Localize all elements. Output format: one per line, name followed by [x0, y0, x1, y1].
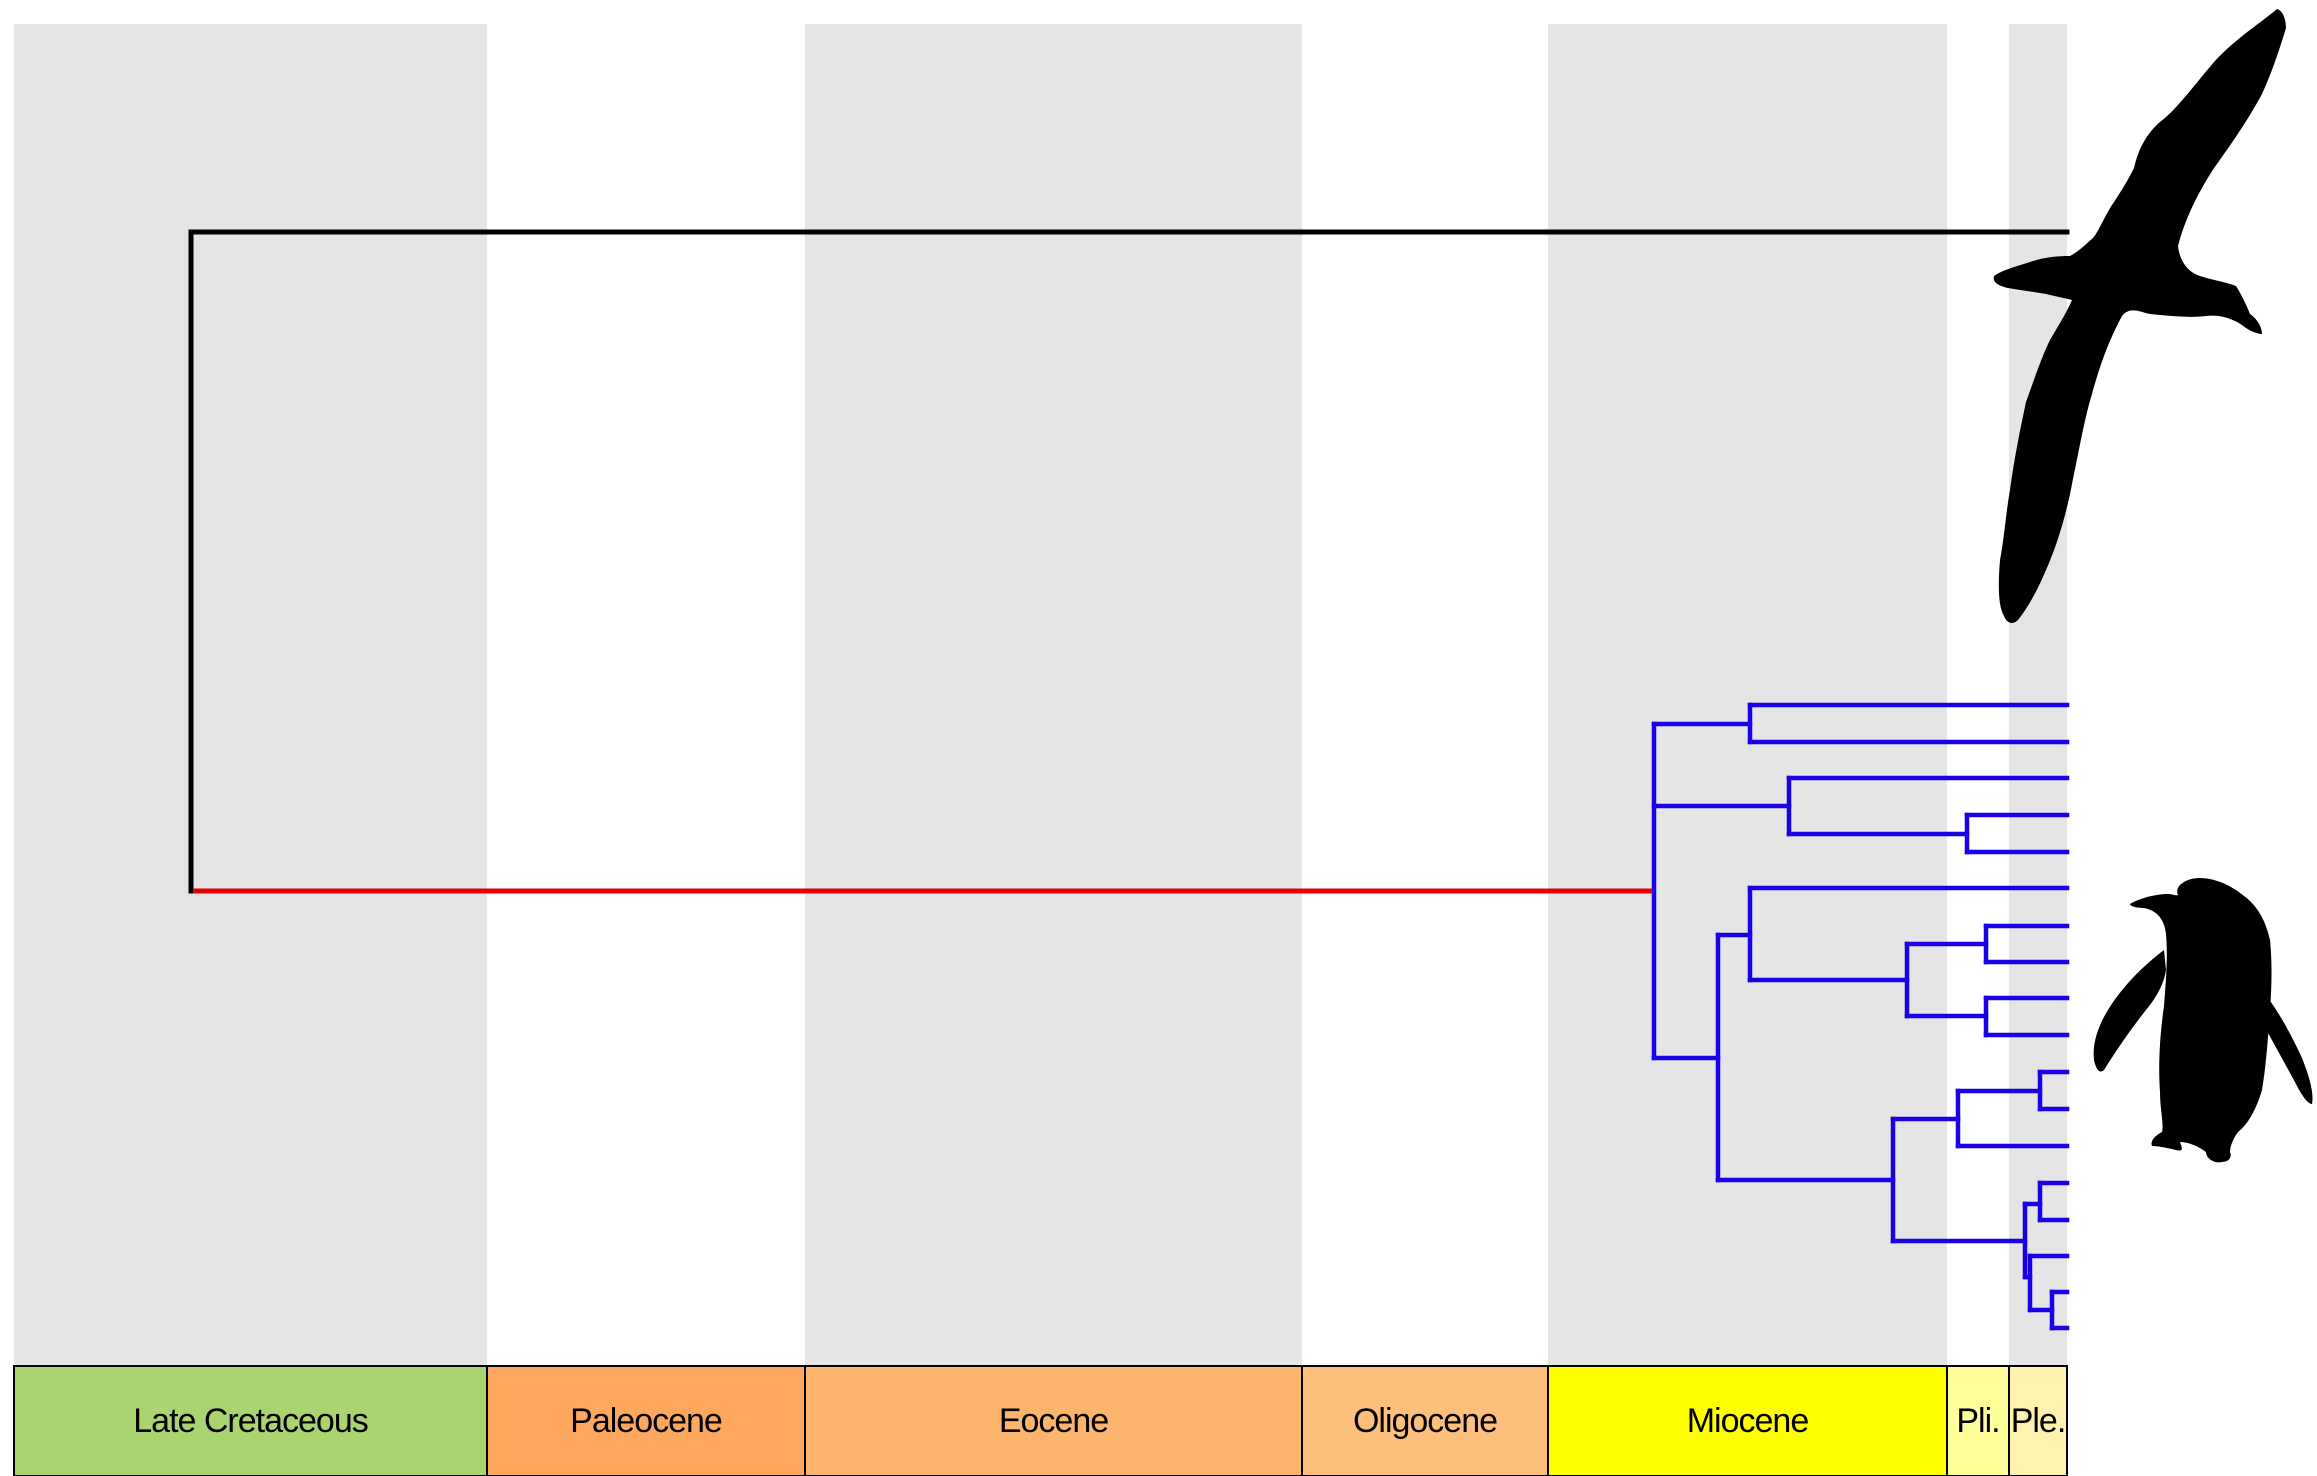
epoch-late-cretaceous: Late Cretaceous: [13, 1365, 488, 1476]
epoch-box: [1547, 1365, 1948, 1476]
epoch-box: [1946, 1365, 2010, 1476]
penguin-body: [2130, 878, 2272, 1163]
epoch-box: [2008, 1365, 2068, 1476]
penguin-crown-clade: [1651, 702, 2070, 1331]
epoch-background-bands: [14, 24, 2067, 1366]
epoch-label: Late Cretaceous: [133, 1402, 368, 1440]
epoch-label: Paleocene: [570, 1402, 722, 1440]
band-late-cretaceous: [14, 24, 487, 1366]
epoch-oligocene: Oligocene: [1301, 1365, 1549, 1476]
epoch-label: Ple.: [2011, 1402, 2066, 1440]
epoch-label: Pli.: [1956, 1402, 1999, 1440]
band-paleocene: [487, 24, 805, 1366]
epoch-pliocene: Pli.: [1946, 1365, 2010, 1476]
penguin-right-flipper: [2262, 990, 2313, 1104]
epoch-pleistocene: Ple.: [2008, 1365, 2068, 1476]
band-oligocene: [1302, 24, 1548, 1366]
band-eocene: [805, 24, 1302, 1366]
penguin-silhouette-icon: [2093, 878, 2313, 1163]
epoch-paleocene: Paleocene: [486, 1365, 806, 1476]
albatross-silhouette-icon: [1993, 9, 2286, 623]
geologic-timescale: Late Cretaceous Paleocene Eocene Oligoce…: [13, 1365, 2068, 1476]
epoch-label: Oligocene: [1353, 1402, 1497, 1440]
outgroup-branches: [188, 229, 2070, 894]
penguin-left-flipper: [2093, 950, 2166, 1072]
band-pleistocene: [2009, 24, 2067, 1366]
epoch-label: Miocene: [1687, 1402, 1809, 1440]
epoch-label: Eocene: [999, 1402, 1108, 1440]
epoch-eocene: Eocene: [804, 1365, 1303, 1476]
band-pliocene: [1947, 24, 2009, 1366]
epoch-miocene: Miocene: [1547, 1365, 1948, 1476]
band-miocene: [1548, 24, 1947, 1366]
